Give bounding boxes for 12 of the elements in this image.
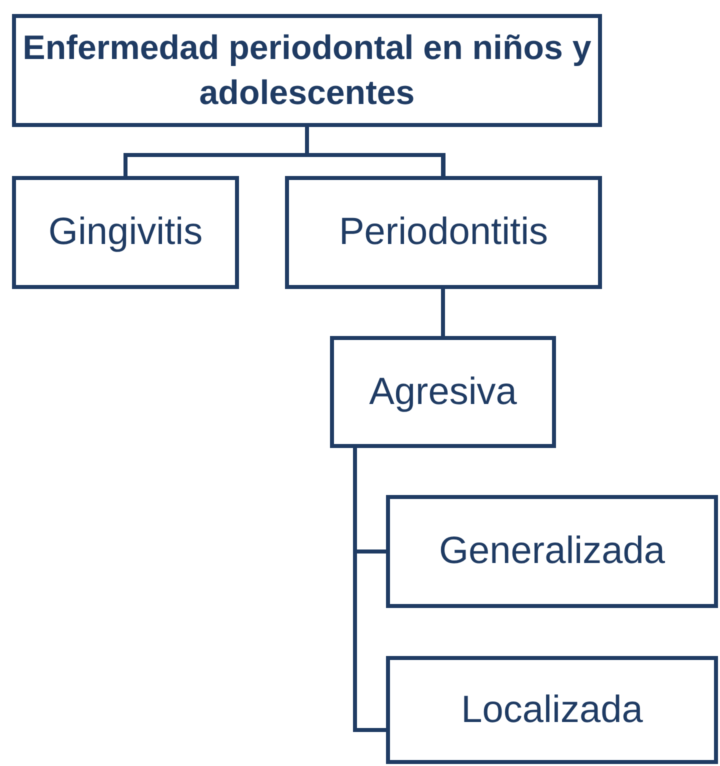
category-label: Agresiva bbox=[369, 370, 517, 414]
category-box bbox=[386, 495, 718, 608]
title-box bbox=[12, 14, 602, 127]
category-box bbox=[330, 336, 556, 448]
category-label: Localizada bbox=[461, 688, 643, 732]
category-box bbox=[386, 656, 718, 764]
category-label: Periodontitis bbox=[338, 211, 548, 254]
category-box bbox=[12, 176, 239, 289]
category-label: Gingivitis bbox=[48, 211, 203, 254]
title-text: Enfermedad periodontal en niños y adolescentes bbox=[22, 28, 592, 114]
category-box bbox=[285, 176, 602, 289]
category-label: Generalizada bbox=[438, 530, 666, 573]
